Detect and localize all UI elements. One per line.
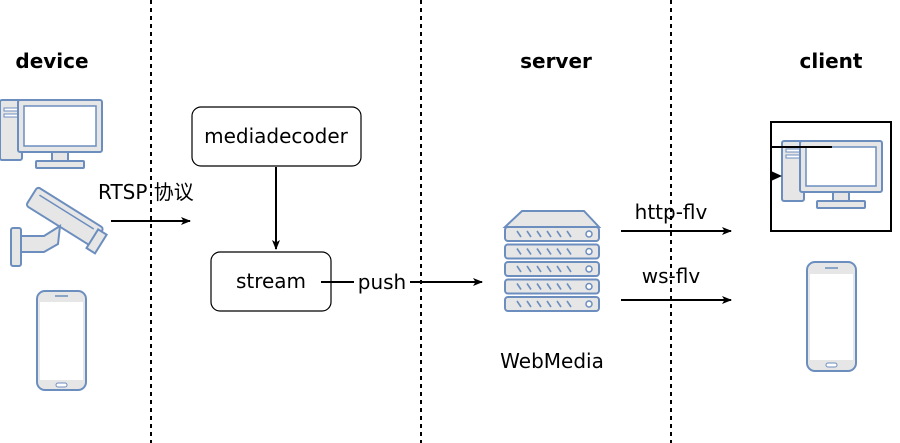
client-input-marker: [771, 171, 782, 181]
desktop-computer-icon: [781, 140, 883, 209]
mobile-phone-icon: [36, 290, 87, 391]
mobile-phone-icon: [806, 261, 857, 372]
server-slot: [504, 226, 600, 242]
webmedia-label: WebMedia: [500, 349, 604, 373]
push-label: push: [358, 270, 406, 294]
rtsp-label: RTSP 协议: [98, 180, 194, 204]
server-slot: [504, 278, 600, 295]
stream-node: stream: [210, 251, 332, 312]
column-title-device: device: [15, 49, 88, 73]
server-slot: [504, 243, 600, 260]
http-flv-label: http-flv: [635, 200, 708, 224]
column-title-server: server: [520, 49, 592, 73]
stream-label: stream: [236, 269, 306, 293]
ws-flv-label: ws-flv: [642, 264, 701, 288]
desktop-computer-icon: [0, 99, 103, 169]
mediadecoder-label: mediadecoder: [204, 124, 349, 148]
column-title-client: client: [800, 49, 863, 73]
server-slot: [504, 296, 600, 312]
server-slot: [504, 261, 600, 277]
security-camera-icon: [10, 186, 109, 267]
mediadecoder-node: mediadecoder: [191, 106, 362, 167]
server-rack-icon: [502, 210, 602, 312]
